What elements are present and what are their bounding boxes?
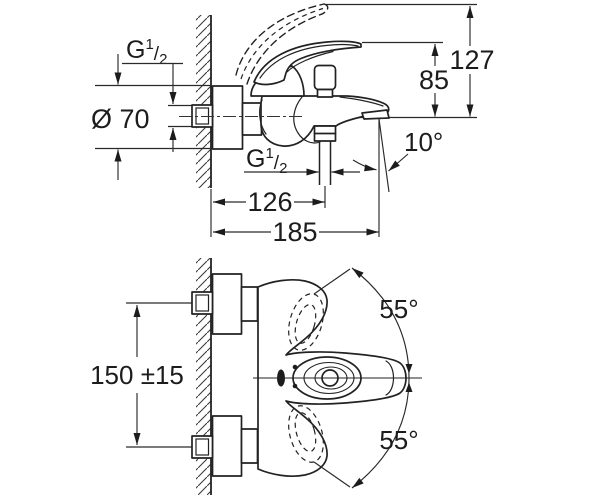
spout-projection-label: 185 xyxy=(272,217,317,247)
spout-aerator xyxy=(361,109,390,120)
spout-contour-line xyxy=(339,96,384,107)
dimension-shower-offset: 126 xyxy=(213,187,325,217)
hot-marker-dot xyxy=(292,364,298,370)
lever-handle-side xyxy=(253,40,362,86)
thread-spout-label: G1/2 xyxy=(246,145,287,177)
front-view: 150 ±15 55° 55° xyxy=(90,258,422,495)
body-contour-line xyxy=(259,99,267,135)
dimension-thread-top: G1/2 xyxy=(122,36,183,152)
spout-angle-label: 10° xyxy=(404,127,443,157)
dimension-spout-projection: 185 xyxy=(213,217,379,247)
rosette-diameter-label: Ø 70 xyxy=(91,104,150,134)
lever-contour-line xyxy=(259,44,359,79)
overall-height-label: 127 xyxy=(449,45,494,75)
thread-top-label: G1/2 xyxy=(126,36,167,68)
dimension-thread-spout: G1/2 xyxy=(244,145,360,177)
bottom-union xyxy=(191,415,259,477)
connection-spacing-label: 150 ±15 xyxy=(90,360,184,390)
handle-swing-up-label: 55° xyxy=(379,294,418,324)
diverter-knob xyxy=(313,64,337,98)
lever-handle-raised-dashed xyxy=(235,3,329,85)
side-view: G1/2 Ø 70 85 127 10° xyxy=(91,3,495,247)
cold-marker-dot xyxy=(292,383,298,389)
dimension-connection-spacing: 150 ±15 xyxy=(90,305,184,445)
handle-up-position-dashed xyxy=(288,293,324,351)
dimension-spout-height: 85 xyxy=(419,44,449,117)
wall-rosette xyxy=(211,85,244,150)
body-contour-line xyxy=(293,96,321,144)
shower-offset-label: 126 xyxy=(247,187,292,217)
dimension-rosette-diameter: Ø 70 xyxy=(91,54,150,180)
shower-outlet xyxy=(313,125,337,185)
dimension-spout-angle: 10° xyxy=(352,118,443,193)
dimension-handle-swing: 55° 55° xyxy=(313,267,419,489)
body-stub xyxy=(241,102,263,136)
handle-swing-down-label: 55° xyxy=(379,425,418,455)
top-union xyxy=(191,273,259,335)
lever-contour-line xyxy=(286,50,334,73)
extension-lines-side xyxy=(95,3,477,237)
dimension-overall-height: 127 xyxy=(449,6,495,117)
handle-down-position-dashed xyxy=(288,405,324,463)
spout-height-label: 85 xyxy=(419,65,449,95)
wall-hatching xyxy=(196,15,212,188)
